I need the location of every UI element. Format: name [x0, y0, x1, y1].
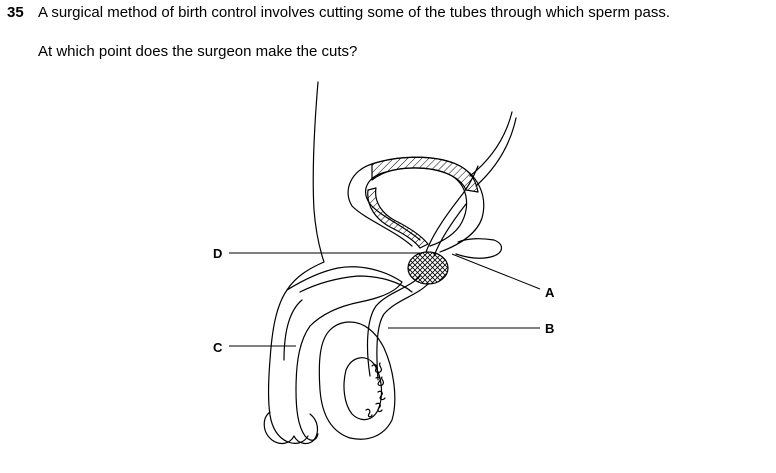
label-b: B: [545, 321, 554, 336]
label-a: A: [545, 285, 555, 300]
epididymis: [365, 362, 386, 418]
seminal-vesicle: [367, 187, 429, 249]
testis: [343, 357, 383, 421]
ureter: [469, 111, 517, 187]
question-prompt: At which point does the surgeon make the…: [38, 43, 358, 60]
question-number: 35: [7, 4, 24, 21]
sperm-duct-upper: [425, 165, 479, 257]
penis-outline: [286, 266, 403, 441]
bladder-wall: [371, 156, 479, 193]
vesicle-lobe: [455, 238, 503, 259]
label-d: D: [213, 246, 222, 261]
scrotum-outline: [318, 321, 396, 440]
label-c: C: [213, 340, 223, 355]
question-stem: A surgical method of birth control invol…: [38, 4, 670, 21]
label-line-a: [451, 253, 541, 290]
sperm-duct: [366, 275, 429, 381]
urethra-line: [283, 275, 413, 361]
glans: [263, 411, 319, 445]
body-outline: [267, 81, 325, 444]
prostate-gland: [407, 251, 449, 285]
